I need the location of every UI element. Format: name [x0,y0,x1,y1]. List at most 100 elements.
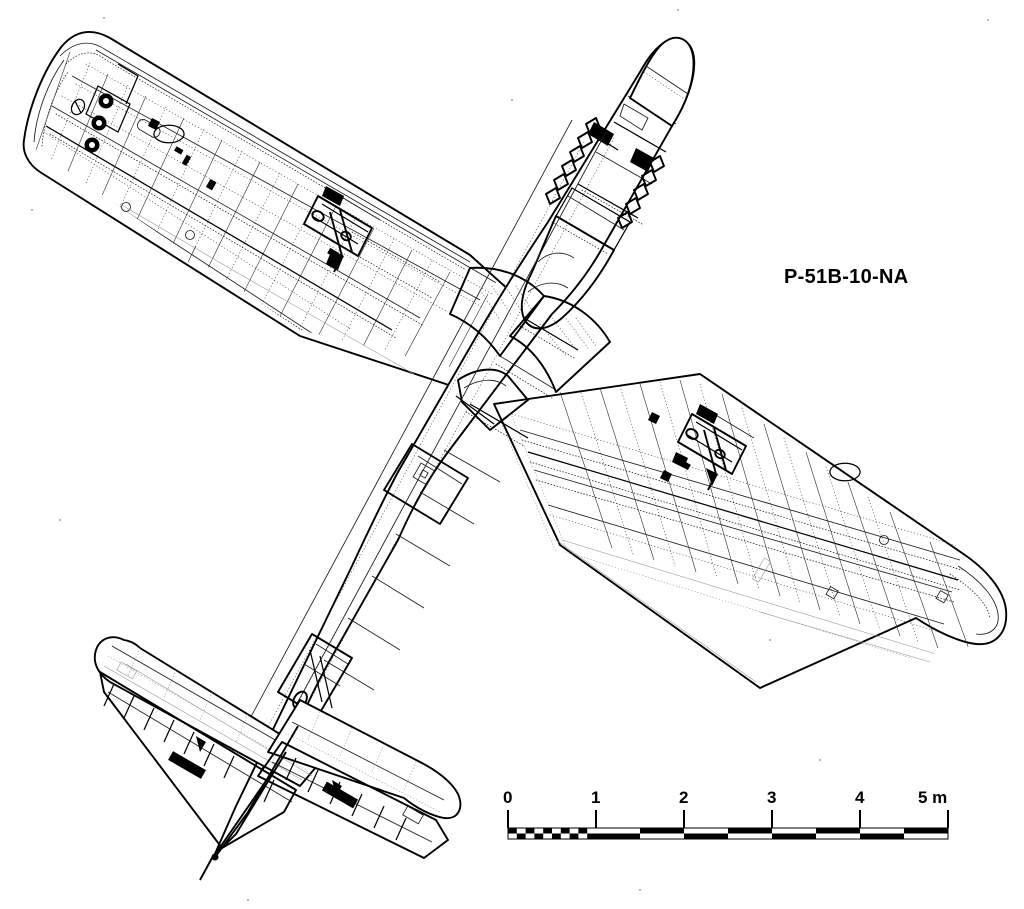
right-wingtip-inner [957,565,999,635]
right-main-gear-bay [672,404,755,491]
cowl-access-panel [619,103,649,131]
gun-bay-access-panel [85,85,131,133]
small-fitting [648,412,660,424]
left-wing-rib-lines [35,51,489,372]
antenna-base [181,154,192,166]
elevator-hinge [332,780,342,796]
spinner-joint-line [645,65,689,95]
horizontal-stabilizer-right [257,699,462,859]
right-wing-rib-rivets [579,381,919,643]
wing-root-fillet-left [449,266,545,357]
scale-tick-label-0: 0 [503,788,513,807]
stab-rib-rivets [127,647,285,765]
small-fitting [660,470,672,482]
fuselage-lower-line [231,119,573,753]
flap-hinge-line [555,539,757,683]
rivet-line [521,439,963,571]
scale-subdiv-top [569,828,579,834]
scale-subdiv-top [552,828,561,834]
windscreen-frame [567,195,625,231]
scan-speckle [31,9,989,901]
fuel-cap [185,230,195,240]
left-wingtip-inner [33,59,65,143]
radiator-scoop [455,368,529,431]
scale-subdiv-top [534,828,544,834]
canopy-bow [537,252,575,263]
canopy-rear-bow [527,282,569,293]
scale-block-top [860,828,904,834]
left-elevator-ribs [103,683,275,803]
scale-block-bottom [728,833,772,839]
spar-rivets [49,133,397,339]
access-panel-small [935,589,949,604]
scale-bar-border [507,827,949,840]
spinner-outline [629,36,695,127]
rivet-line [55,113,425,327]
gun-bay-panel-edge [117,63,139,105]
right-wingtip-rivets [949,573,991,619]
left-main-gear-bay [303,186,381,273]
rivet-line [61,95,449,313]
flap-hinge-line [235,271,415,375]
page-title: P-51B-10-NA [784,266,909,288]
pitot-detail [74,100,82,114]
left-elevator [99,671,297,849]
left-wing-main-spar [45,125,393,331]
elevator-trim-tab [321,781,359,809]
right-wing [493,373,1008,689]
aileron-gap [187,245,197,263]
right-elevator [257,741,449,859]
cowl-joint-heavy [613,121,667,153]
rivet-line [535,479,955,603]
panel-line [547,504,945,625]
elevator-hinge [196,736,206,752]
panel-fasteners [343,231,441,299]
pylon-mount [751,557,771,583]
panel-line [51,105,421,319]
fuselage-rivet-rows [261,141,597,739]
duct-panel-line [417,455,463,485]
tail-lower-edge [215,725,299,857]
right-wing-outline [493,373,1008,689]
access-panel-small [825,585,839,600]
gear-pivot [311,210,325,222]
right-wing-main-spar [527,451,959,581]
firewall-rivets [581,189,643,225]
pitot-or-light [70,98,86,116]
tail-cone [199,725,299,881]
exhaust-stacks-right [617,148,665,229]
scale-tick-label-3: 3 [767,788,777,807]
exhaust-stacks-left [545,117,614,205]
wing-root-fillet-right [509,295,611,393]
elevator-trim-tab [168,751,206,779]
left-wing-gun-ports [70,93,114,153]
scale-subdiv-top [516,828,526,834]
scale-subdiv-bottom [508,833,517,839]
scale-subdiv-bottom [578,833,588,839]
stab-tip-panel [116,661,138,680]
propeller-spinner [629,36,695,127]
access-hatch-oval [153,124,185,144]
scale-subdiv-bottom [525,833,535,839]
aileron-hinge-line [119,203,237,273]
gear-pivot [685,428,699,440]
fillet-hatching-right [539,315,597,357]
scale-tick-label-1: 1 [591,788,601,807]
scale-subdiv-bottom [560,833,570,839]
ejection-slot [174,146,184,155]
left-wing [22,30,521,393]
duct-hatch-inner [419,469,429,479]
panel-line [71,75,481,301]
gun-port-bore [89,142,95,148]
trailing-edge-faint [561,539,937,655]
scale-bar [507,810,949,840]
scale-tick-label-2: 2 [679,788,689,807]
left-wing-rib-rivets [49,62,433,372]
root-fillet-rivets [499,415,567,553]
stab-panel-line [291,721,445,801]
fuel-cap [879,535,889,545]
fuselage-rivet-line [267,137,615,779]
gear-door-marking [326,254,342,270]
scale-block-bottom [640,833,684,839]
